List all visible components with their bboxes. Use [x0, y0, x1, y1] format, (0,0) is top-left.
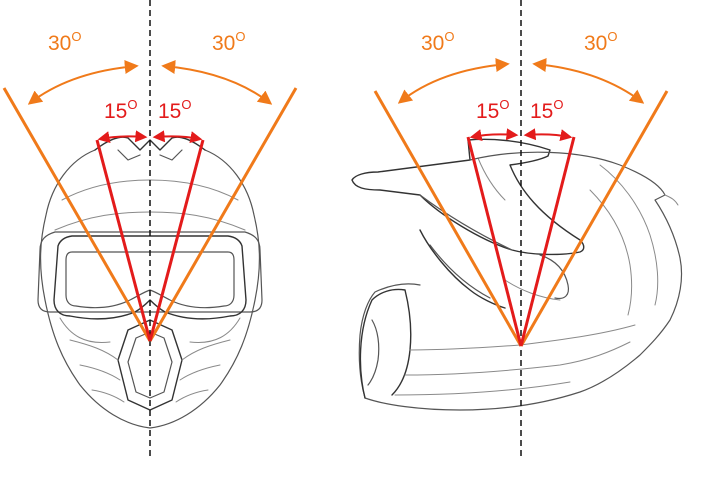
side-outer-arc-left [397, 58, 510, 104]
side-inner-ray-right [519, 136, 576, 347]
front-outer-label-right: 30O [212, 29, 245, 55]
side-inner-ray-left [466, 136, 523, 347]
front-inner-arc-right [152, 130, 203, 144]
side-inner-label-left: 15O [476, 97, 509, 123]
side-inner-angle [466, 128, 576, 347]
front-outer-arc-left [27, 60, 139, 105]
front-inner-angle [95, 130, 205, 342]
front-outer-label-left: 30O [48, 29, 81, 55]
side-inner-arc-right [523, 128, 573, 142]
front-outer-arc-right [161, 60, 273, 105]
front-outer-angle [2, 60, 298, 342]
front-inner-ray-right [148, 139, 205, 342]
front-inner-label-right: 15O [158, 97, 191, 123]
front-inner-ray-left [95, 139, 152, 342]
front-inner-arc-left [97, 130, 148, 144]
side-outer-label-left: 30O [421, 29, 454, 55]
side-outer-ray-left [373, 90, 523, 347]
side-outer-ray-right [519, 90, 669, 347]
front-outer-ray-right [148, 87, 298, 342]
side-inner-label-right: 15O [530, 97, 563, 123]
side-inner-arc-left [469, 128, 519, 142]
side-outer-angle [373, 58, 669, 347]
front-outer-ray-left [2, 87, 152, 342]
helmet-side-view-icon [351, 138, 683, 411]
side-outer-arc-right [532, 58, 645, 104]
front-inner-label-left: 15O [104, 97, 137, 123]
side-outer-label-right: 30O [584, 29, 617, 55]
